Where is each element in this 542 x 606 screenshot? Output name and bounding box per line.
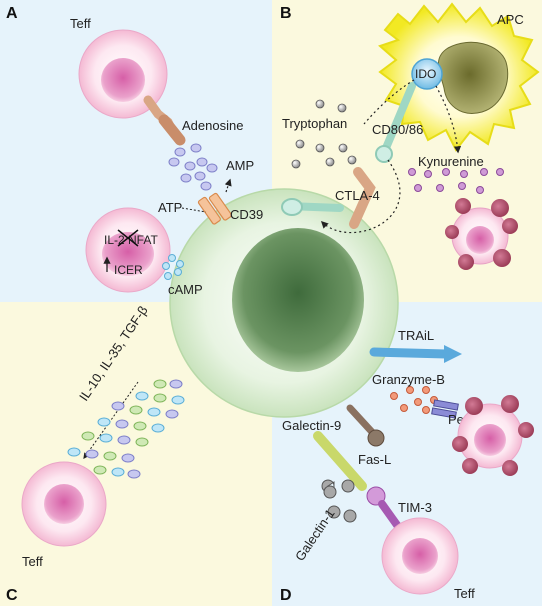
apc-cell xyxy=(378,2,540,152)
teff-top-label: Teff xyxy=(70,16,91,31)
camp-molecules xyxy=(162,254,184,280)
atp-label: ATP xyxy=(158,200,182,215)
fas-l-label: Fas-L xyxy=(358,452,391,467)
teff-top-cell xyxy=(78,29,168,119)
cytokine-arrow xyxy=(83,381,139,459)
adenosine-molecules xyxy=(168,143,218,191)
camp-label: cAMP xyxy=(168,282,203,297)
ctla4-tip xyxy=(281,198,303,216)
ido-enzyme xyxy=(411,58,443,90)
trail-ligand xyxy=(369,347,451,359)
panel-c-label: C xyxy=(6,587,18,604)
icer-label: ICER xyxy=(114,263,143,277)
panel-a-label: A xyxy=(6,5,18,22)
treg-nucleus xyxy=(232,228,364,372)
galectin-9-ligand xyxy=(313,431,367,491)
kynurenine-label: Kynurenine xyxy=(418,154,484,169)
tryptophan-molecules xyxy=(291,99,357,169)
amp-label: AMP xyxy=(226,158,254,173)
teff-left-label: Teff xyxy=(22,554,43,569)
teff-left-cell xyxy=(21,461,107,547)
fas-l-ligand xyxy=(346,404,376,436)
tryptophan-to-ido-arrow xyxy=(363,79,415,125)
ido-to-kynurenine-arrow xyxy=(435,85,462,154)
teff-bottom-cell xyxy=(381,517,459,595)
blocked-cross-icon xyxy=(117,229,139,247)
tryptophan-label: Tryptophan xyxy=(282,116,347,131)
trail-label: TRAiL xyxy=(398,328,434,343)
ctla4-stalk xyxy=(349,167,376,229)
target-cell-d xyxy=(452,395,534,476)
cd39-label: CD39 xyxy=(230,207,263,222)
galectin-9-label: Galectin-9 xyxy=(282,418,341,433)
cytokine-molecules xyxy=(67,379,185,479)
fas-l-head xyxy=(367,429,385,447)
panel-d-label: D xyxy=(280,587,292,604)
teff-bottom-label: Teff xyxy=(454,586,475,601)
kynurenine-molecules xyxy=(408,168,504,194)
adenosine-label: Adenosine xyxy=(182,118,243,133)
granzyme-b-label: Granzyme-B xyxy=(372,372,445,387)
il2-label: IL-2 xyxy=(104,233,125,247)
ctla4-label: CTLA-4 xyxy=(335,188,380,203)
apc-label: APC xyxy=(497,12,524,27)
adenosine-receptor-base xyxy=(158,114,186,146)
cd80-86-tip xyxy=(375,145,393,163)
teff-inhibited-cell xyxy=(85,207,171,293)
treg-cell xyxy=(169,188,399,418)
panel-b-label: B xyxy=(280,5,292,22)
target-cell-b xyxy=(445,198,518,270)
perforin-pore xyxy=(431,399,459,419)
cd80-86-label: CD80/86 xyxy=(372,122,423,137)
atp-dotted-line xyxy=(181,207,207,213)
trail-arrowhead xyxy=(444,345,462,363)
tim-3-label: TIM-3 xyxy=(398,500,432,515)
galectin-1-molecules xyxy=(321,479,357,523)
cd39-enzyme xyxy=(197,192,232,225)
cd80-86-receptor xyxy=(382,82,416,152)
ido-label: IDO xyxy=(415,67,436,81)
